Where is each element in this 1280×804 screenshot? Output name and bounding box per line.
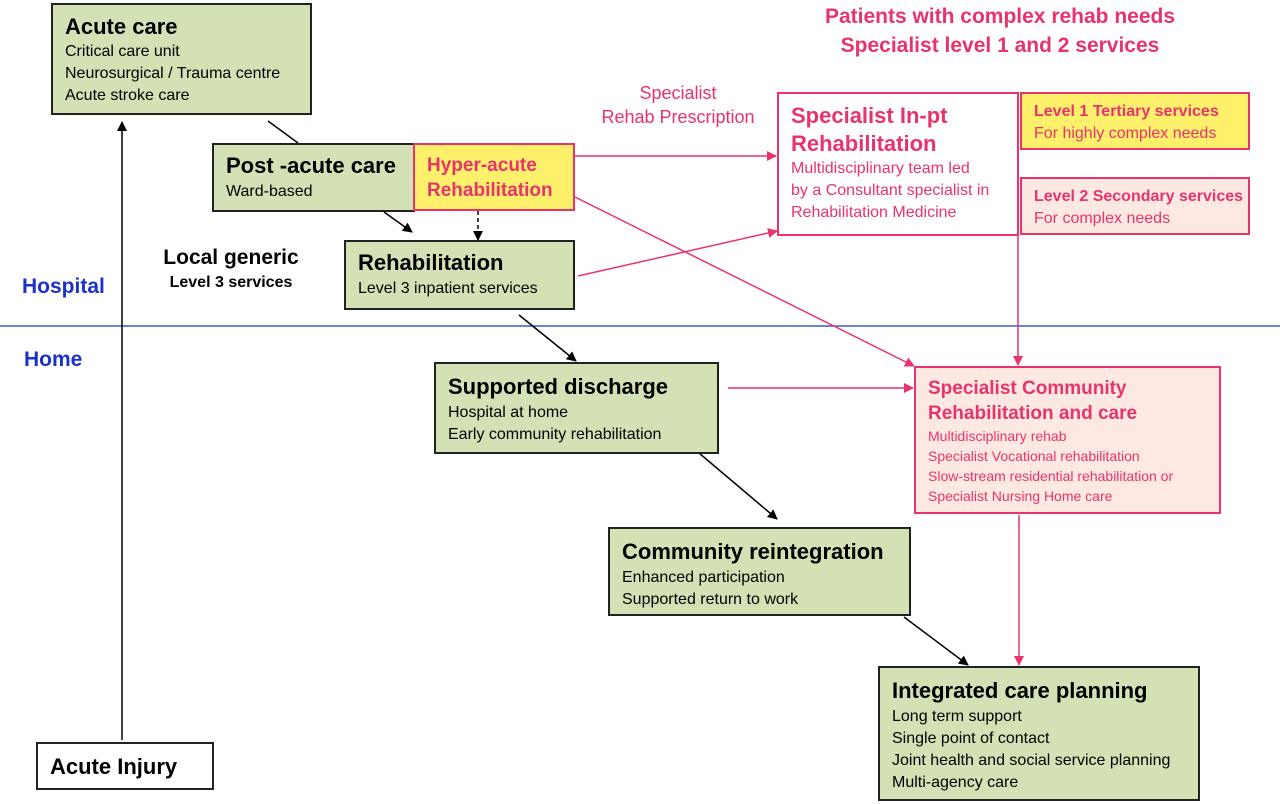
acute-care-box: Acute care Critical care unit Neurosurgi… xyxy=(51,3,312,115)
specialist-inpt-title-2: Rehabilitation xyxy=(791,131,937,156)
rehabilitation-line: Level 3 inpatient services xyxy=(358,280,538,297)
arrow-rehab-to-specialist-inpt xyxy=(577,228,778,277)
acute-injury-box: Acute Injury xyxy=(36,742,214,790)
zone-label-hospital: Hospital xyxy=(22,275,105,298)
integrated-care-line: Single point of contact xyxy=(892,730,1050,747)
zone-label-home: Home xyxy=(24,348,83,371)
arrow-reintegration-to-integrated xyxy=(903,616,969,666)
arrow-hyperacute-to-community xyxy=(574,196,915,367)
community-reintegration-box: Community reintegration Enhanced partici… xyxy=(608,527,911,616)
arrow-rehab-to-discharge xyxy=(518,314,577,362)
level-2-title: Level 2 Secondary services xyxy=(1034,188,1244,205)
specialist-community-line: Multidisciplinary rehab xyxy=(928,428,1067,444)
level-1-line: For highly complex needs xyxy=(1034,125,1217,142)
heading-line-2: Specialist level 1 and 2 services xyxy=(840,34,1160,57)
post-acute-care-line: Ward-based xyxy=(226,183,313,200)
rehabilitation-box: Rehabilitation Level 3 inpatient service… xyxy=(344,240,575,310)
specialist-community-title-2: Rehabilitation and care xyxy=(928,403,1138,424)
supported-discharge-box: Supported discharge Hospital at home Ear… xyxy=(434,362,719,454)
community-reintegration-title: Community reintegration xyxy=(622,539,884,564)
supported-discharge-line: Hospital at home xyxy=(448,404,569,421)
rehabilitation-title: Rehabilitation xyxy=(358,250,504,275)
hyper-acute-title-2: Rehabilitation xyxy=(427,180,553,201)
level-1-title: Level 1 Tertiary services xyxy=(1034,103,1219,120)
specialist-community-line: Slow-stream residential rehabilitation o… xyxy=(928,468,1174,484)
integrated-care-planning-box: Integrated care planning Long term suppo… xyxy=(878,666,1200,801)
integrated-care-title: Integrated care planning xyxy=(892,678,1148,703)
specialist-community-title-1: Specialist Community xyxy=(928,378,1127,399)
local-generic-label: Local generic Level 3 services xyxy=(148,244,314,294)
level-2-line: For complex needs xyxy=(1034,210,1171,227)
specialist-community-rehab-box: Specialist Community Rehabilitation and … xyxy=(914,366,1221,514)
level-2-secondary-box: Level 2 Secondary services For complex n… xyxy=(1020,177,1250,235)
hyper-acute-rehab-box: Hyper-acute Rehabilitation xyxy=(413,143,575,211)
specialist-community-line: Specialist Vocational rehabilitation xyxy=(928,448,1140,464)
arrow-postacute-to-rehab xyxy=(383,211,413,233)
acute-care-line: Neurosurgical / Trauma centre xyxy=(65,65,281,82)
supported-discharge-title: Supported discharge xyxy=(448,374,669,399)
post-acute-care-box: Post -acute care Ward-based xyxy=(212,143,415,212)
arrow-discharge-to-reintegration xyxy=(698,452,778,520)
specialist-inpt-line: Rehabilitation Medicine xyxy=(791,204,957,221)
specialist-community-line: Specialist Nursing Home care xyxy=(928,488,1113,504)
supported-discharge-line: Early community rehabilitation xyxy=(448,426,662,443)
integrated-care-line: Joint health and social service planning xyxy=(892,752,1171,769)
post-acute-care-title: Post -acute care xyxy=(226,153,396,178)
level-1-tertiary-box: Level 1 Tertiary services For highly com… xyxy=(1020,92,1250,150)
community-reintegration-line: Supported return to work xyxy=(622,591,799,608)
specialist-inpt-line: Multidisciplinary team led xyxy=(791,160,970,177)
specialist-inpt-line: by a Consultant specialist in xyxy=(791,182,990,199)
local-generic-title: Local generic xyxy=(163,246,299,269)
heading-line-1: Patients with complex rehab needs xyxy=(824,5,1176,28)
acute-care-title: Acute care xyxy=(65,14,178,39)
hyper-acute-title-1: Hyper-acute xyxy=(427,155,537,176)
line-acute-to-postacute xyxy=(267,120,299,144)
integrated-care-line: Long term support xyxy=(892,708,1022,725)
acute-injury-title: Acute Injury xyxy=(50,754,178,779)
local-generic-subtitle: Level 3 services xyxy=(169,274,293,291)
specialist-inpt-title-1: Specialist In-pt xyxy=(791,103,948,128)
specialist-rehab-prescription-label: Specialist Rehab Prescription xyxy=(586,81,770,129)
specialist-inpt-rehab-box: Specialist In-pt Rehabilitation Multidis… xyxy=(777,92,1019,236)
acute-care-line: Critical care unit xyxy=(65,43,180,60)
acute-care-line: Acute stroke care xyxy=(65,87,190,104)
community-reintegration-line: Enhanced participation xyxy=(622,569,785,586)
prescription-line-1: Specialist xyxy=(639,83,717,103)
integrated-care-line: Multi-agency care xyxy=(892,774,1019,791)
prescription-line-2: Rehab Prescription xyxy=(601,107,755,127)
complex-needs-heading: Patients with complex rehab needs Specia… xyxy=(780,2,1220,60)
